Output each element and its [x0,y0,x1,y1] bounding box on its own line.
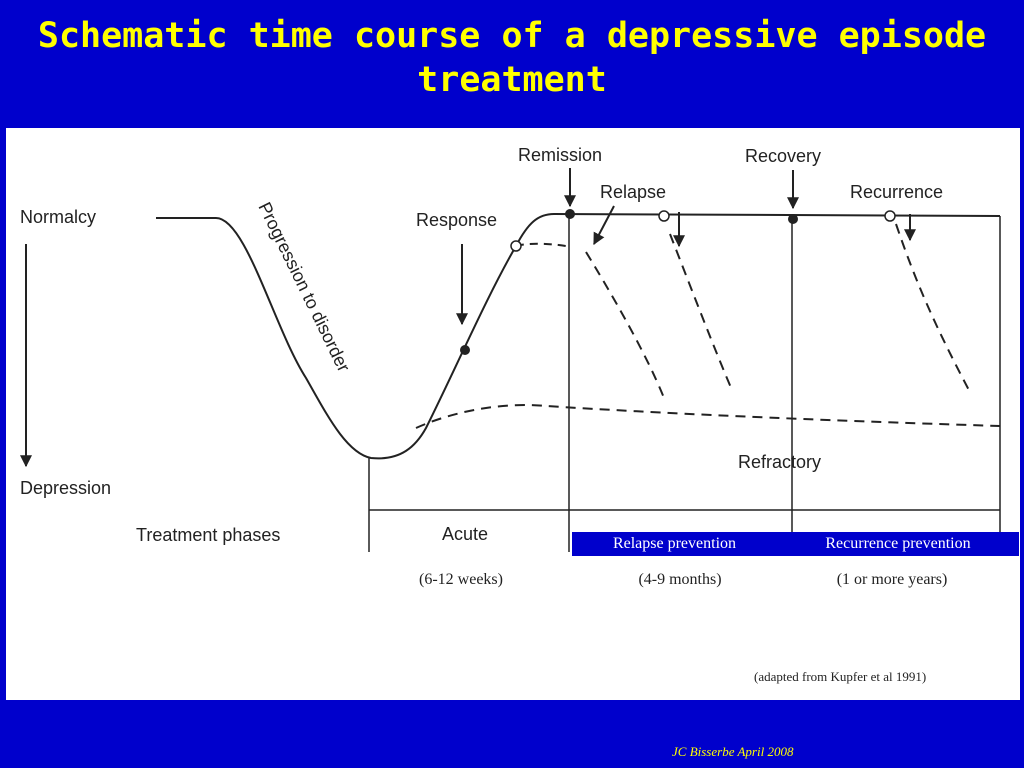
episode-diagram: Normalcy Depression Resp [20,145,1001,684]
footer-credit: JC Bisserbe April 2008 [672,744,794,759]
response-plateau-dashed [515,242,567,247]
relapse-dash-1 [585,251,665,399]
response-label: Response [416,210,497,230]
phase-relapse-duration: (4-9 months) [638,571,721,588]
phase-acute-label: Acute [442,524,488,544]
remission-point [565,209,575,219]
phase-acute-duration: (6-12 weeks) [419,571,503,588]
relapse-label: Relapse [600,182,666,202]
treatment-phases-label: Treatment phases [136,525,280,545]
relapse-point [658,210,670,222]
partial-response-point [510,240,522,252]
normalcy-label: Normalcy [20,207,96,227]
refractory-curve [415,403,1001,429]
depression-label: Depression [20,478,111,498]
recovery-label: Recovery [745,146,821,166]
slide-title: Schematic time course of a depressive ep… [0,14,1024,102]
phase-recurrence-duration: (1 or more years) [837,571,948,588]
recurrence-label: Recurrence [850,182,943,202]
source-note: (adapted from Kupfer et al 1991) [754,669,926,684]
phase-recurrence-prevention-label: Recurrence prevention [777,532,1019,556]
progression-label: Progression to disorder [254,199,354,375]
slide-title-line-2: treatment [417,60,607,100]
response-point [460,345,470,355]
diagram-panel: Normalcy Depression Resp [6,128,1020,700]
remission-label: Remission [518,145,602,165]
refractory-label: Refractory [738,452,821,472]
relapse-arrow-1 [593,205,615,246]
slide-title-line-1: Schematic time course of a depressive ep… [37,16,987,56]
recovery-point [788,214,798,224]
recurrence-point [884,210,896,222]
recurrence-dash [895,223,972,395]
phase-relapse-prevention-label: Relapse prevention [572,532,777,556]
relapse-dash-2 [669,233,733,391]
